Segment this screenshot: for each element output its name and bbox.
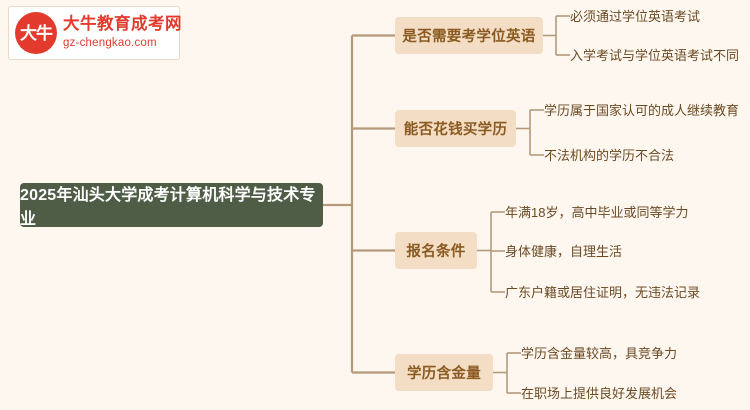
- logo-text-block: 大牛教育成考网 gz-chengkao.com: [63, 15, 182, 51]
- logo-badge-icon: 大牛: [15, 12, 57, 54]
- mindmap-root-node: 2025年汕头大学成考计算机科学与技术专业: [20, 183, 323, 228]
- mindmap-leaf-2-1: 学历属于国家认可的成人继续教育: [544, 103, 740, 118]
- mindmap-leaf-3-2: 身体健康，自理生活: [505, 244, 623, 259]
- mindmap-leaf-3-3: 广东户籍或居住证明，无违法记录: [505, 285, 701, 300]
- mindmap-branch-4: 学历含金量: [395, 354, 493, 391]
- mindmap-leaf-2-2: 不法机构的学历不合法: [544, 148, 675, 163]
- mindmap-leaf-4-1: 学历含金量较高，具竞争力: [521, 346, 678, 361]
- mindmap-leaf-3-1: 年满18岁，高中毕业或同等学力: [505, 205, 689, 220]
- site-logo[interactable]: 大牛 大牛教育成考网 gz-chengkao.com: [8, 6, 182, 60]
- mindmap-branch-1: 是否需要考学位英语: [395, 17, 543, 54]
- logo-title: 大牛教育成考网: [63, 15, 182, 34]
- mindmap-leaf-4-2: 在职场上提供良好发展机会: [521, 386, 678, 401]
- mindmap-leaf-1-2: 入学考试与学位英语考试不同: [570, 48, 740, 63]
- logo-subtitle: gz-chengkao.com: [63, 37, 157, 50]
- mindmap-leaf-1-1: 必须通过学位英语考试: [570, 9, 701, 24]
- mindmap-branch-3: 报名条件: [395, 232, 477, 269]
- mindmap-branch-2: 能否花钱买学历: [395, 110, 516, 147]
